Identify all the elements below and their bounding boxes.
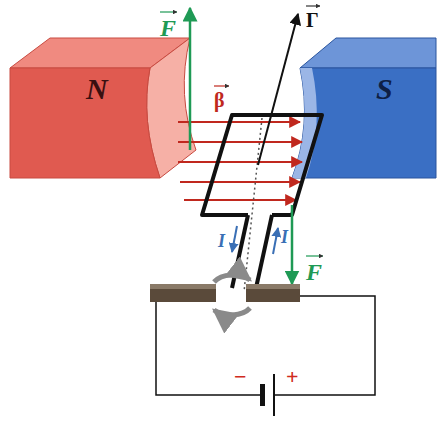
pole-letter: S [376,74,393,104]
coil-loop [202,115,322,215]
brush [246,288,300,302]
force-label: F [306,260,322,284]
force-label: F [160,16,176,40]
field-arrows [178,122,302,200]
current-label: I [281,228,288,246]
current-arrow [232,226,237,252]
field-line [178,121,300,123]
positive-terminal: + [286,366,299,388]
rotation-arrows [214,275,250,315]
battery-negative-plate [260,384,265,406]
vector-marks [160,6,323,256]
field-line [184,199,296,201]
magnet-front [292,68,436,178]
magnet-top [300,38,436,68]
wire [274,296,375,395]
force-arrow [291,205,294,284]
south-magnet [292,38,436,178]
field-label: β [214,90,225,110]
field-line [178,161,302,163]
brush-top [246,284,300,289]
rotation-arc [214,308,250,315]
brush-top [150,284,216,289]
battery-symbol [260,374,275,416]
force-arrow [189,8,192,150]
negative-terminal: − [234,366,247,388]
vector-mark [306,5,320,6]
coil [202,115,322,288]
coil-lead [256,215,272,288]
rotation-arc [214,275,250,282]
vector-mark [160,11,177,12]
current-label: I [218,232,225,250]
south-pole-box: S [306,68,436,178]
vector-mark [306,255,323,256]
rotation-axis [244,118,262,292]
pole-letter: N [86,74,108,104]
battery-positive-plate [273,374,275,416]
magnet-front [10,68,160,178]
north-pole-box: N [10,68,150,178]
brush [150,288,216,302]
torque-arrow [258,14,298,165]
field-line [178,141,302,143]
brushes [150,284,300,302]
field-line [180,181,300,183]
wire [156,302,262,395]
vector-mark [214,85,229,86]
current-arrow [273,228,278,254]
north-magnet [10,38,196,178]
torque-label: Γ [306,10,319,30]
circuit-wire [156,296,375,395]
